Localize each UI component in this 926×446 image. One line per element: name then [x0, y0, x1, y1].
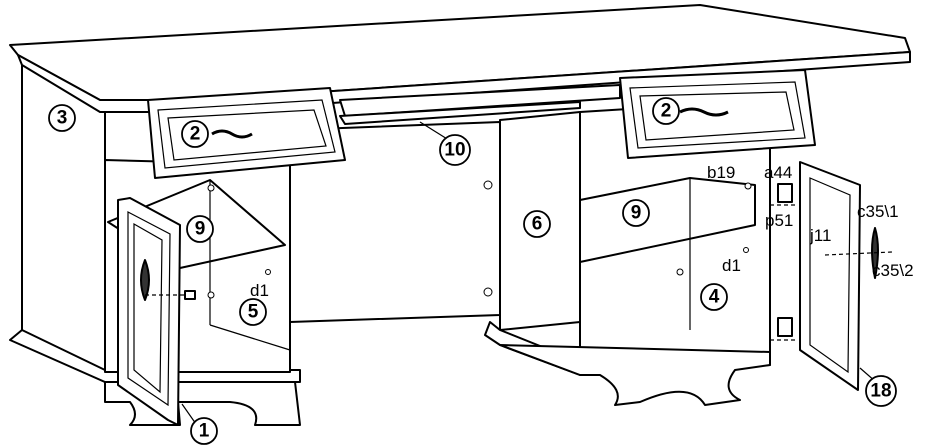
label-c35-1: c35\1 — [857, 202, 899, 221]
callout-4: 4 — [700, 283, 728, 311]
right-plinth — [484, 321, 771, 406]
callout-9-left: 9 — [186, 215, 214, 243]
svg-text:9: 9 — [631, 203, 642, 224]
drawer-rail — [339, 84, 621, 125]
svg-text:4: 4 — [709, 287, 720, 308]
svg-text:2: 2 — [661, 101, 672, 122]
callout-10: 10 — [439, 134, 471, 166]
right-drawer — [619, 69, 816, 159]
desk-top — [9, 4, 911, 113]
svg-text:5: 5 — [248, 302, 259, 323]
label-a44: a44 — [764, 163, 792, 182]
callout-2-left: 2 — [181, 120, 209, 148]
svg-text:6: 6 — [532, 214, 543, 235]
svg-text:18: 18 — [870, 381, 891, 402]
label-d1-left: d1 — [250, 281, 269, 300]
right-door — [799, 161, 893, 391]
callout-9-right: 9 — [622, 199, 650, 227]
callout-6: 6 — [523, 210, 551, 238]
callout-18: 18 — [865, 375, 897, 407]
callout-5: 5 — [239, 298, 267, 326]
label-c35-2: c35\2 — [872, 261, 914, 280]
svg-text:10: 10 — [444, 140, 465, 161]
left-door — [117, 197, 196, 426]
right-hinges — [770, 183, 798, 341]
label-b19: b19 — [707, 163, 735, 182]
svg-text:3: 3 — [57, 108, 68, 129]
svg-text:9: 9 — [195, 219, 206, 240]
callout-1: 1 — [190, 417, 218, 445]
svg-text:2: 2 — [190, 124, 201, 145]
callout-2-right: 2 — [652, 97, 680, 125]
left-drawer — [147, 87, 346, 179]
label-j11: j11 — [809, 226, 831, 245]
callout-3: 3 — [48, 104, 76, 132]
label-d1-right: d1 — [722, 256, 741, 275]
svg-text:1: 1 — [199, 421, 210, 442]
label-p51: p51 — [765, 211, 793, 230]
